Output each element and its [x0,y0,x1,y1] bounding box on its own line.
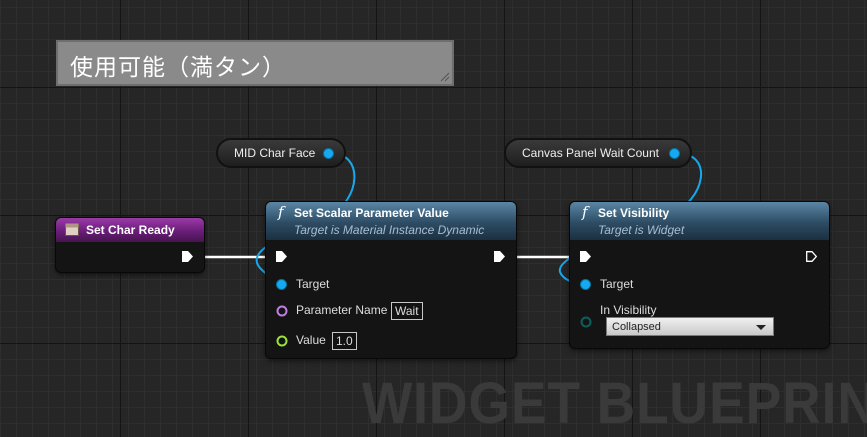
value-label: Value [296,333,326,347]
event-node-header: Set Char Ready [56,218,204,242]
function-node-header: f Set Visibility Target is Widget [570,202,829,240]
chevron-down-icon [756,325,766,330]
graph-watermark: WIDGET BLUEPRINT [362,371,867,436]
resize-grip-icon[interactable] [438,70,450,82]
function-node-subtitle: Target is Material Instance Dynamic [294,223,485,237]
function-icon: f [582,203,588,221]
comment-box[interactable]: 使用可能（満タン） [56,40,454,86]
value-input[interactable]: 1.0 [332,332,357,350]
function-node-set-visibility[interactable]: f Set Visibility Target is Widget Target… [570,202,829,348]
event-node-set-char-ready[interactable]: Set Char Ready [56,218,204,272]
float-input-pin[interactable] [276,335,288,347]
function-node-title: Set Scalar Parameter Value [294,206,449,220]
event-node-title: Set Char Ready [86,223,175,237]
target-label: Target [600,277,634,291]
exec-input-pin-icon[interactable] [580,251,591,262]
target-label: Target [296,277,330,291]
dropdown-value: Collapsed [612,321,661,333]
target-input-pin[interactable] [276,279,287,290]
custom-event-icon [65,223,79,236]
function-icon: f [278,203,284,221]
function-node-set-scalar-parameter-value[interactable]: f Set Scalar Parameter Value Target is M… [266,202,516,358]
name-input-pin[interactable] [276,305,288,317]
exec-output-pin-icon[interactable] [182,251,193,262]
exec-output-pin-icon[interactable] [494,251,505,262]
target-input-pin[interactable] [580,279,591,290]
parameter-name-input[interactable]: Wait [391,302,423,320]
function-node-header: f Set Scalar Parameter Value Target is M… [266,202,516,240]
exec-output-pin-icon[interactable] [806,251,817,262]
variable-node-mid-char-face[interactable]: MID Char Face [216,138,346,168]
function-node-subtitle: Target is Widget [598,223,685,237]
object-output-pin[interactable] [323,148,334,159]
variable-label: Canvas Panel Wait Count [522,146,659,160]
comment-title[interactable]: 使用可能（満タン） [70,55,286,81]
in-visibility-label: In Visibility [600,303,657,317]
parameter-name-label: Parameter Name [296,303,388,317]
function-node-title: Set Visibility [598,206,670,220]
variable-label: MID Char Face [234,146,316,160]
variable-node-canvas-panel-wait-count[interactable]: Canvas Panel Wait Count [504,138,692,168]
object-output-pin[interactable] [669,148,680,159]
exec-input-pin-icon[interactable] [276,251,287,262]
in-visibility-dropdown[interactable]: Collapsed [606,317,774,336]
byte-input-pin[interactable] [580,316,592,328]
